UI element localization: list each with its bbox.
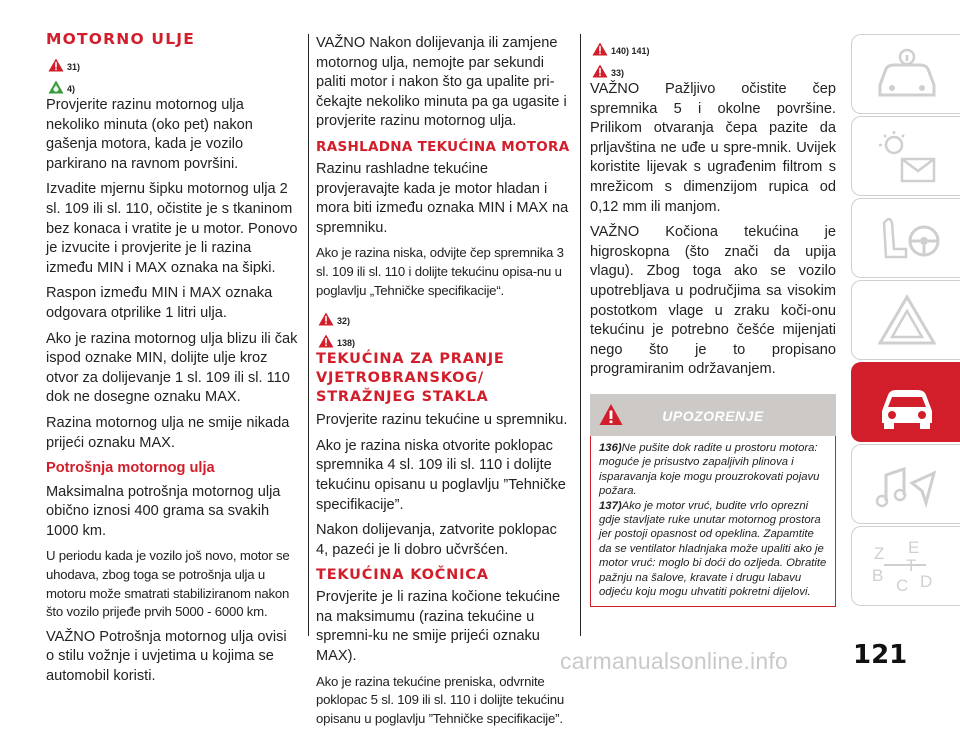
index-letter: Z [874, 544, 884, 563]
paragraph: Maksimalna potrošnja motornog ulja običn… [46, 483, 281, 539]
paragraph: VAŽNO Potrošnja motornog ulja ovisi o st… [46, 628, 287, 685]
lights-warning-icon [879, 131, 936, 183]
column-right: 140) 141) 33) VAŽNO Pažljivo očistite če… [590, 36, 836, 608]
section-title-coolant: RASHLADNA TEKUĆINA MOTORA [316, 138, 570, 155]
warning-text: Ne pušite dok radite u prostoru motora: … [599, 441, 820, 498]
music-navigation-icon [875, 466, 937, 509]
warning-box-header: UPOZORENJE [590, 393, 836, 436]
tab-lights-warnings[interactable] [851, 116, 960, 196]
watermark: carmanualsonline.info [560, 648, 788, 674]
reference-number: 32) [337, 316, 351, 327]
reference-number: 4) [67, 84, 76, 94]
paragraph: Provjerite razinu tekućine u spremniku. [316, 412, 568, 429]
reference-number: 31) [67, 62, 81, 72]
warning-reference: 138) [318, 328, 570, 348]
column-left: MOTORNO ULJE 31) 4) Provjerite razinu mo… [46, 30, 298, 693]
paragraph-note: U periodu kada je vozilo još novo, motor… [46, 548, 290, 620]
tab-maintenance[interactable] [851, 362, 960, 442]
environment-reference: 33) [592, 58, 836, 78]
warning-triangle-icon [48, 58, 64, 72]
paragraph: Razina motornog ulja ne smije nikada pri… [46, 414, 290, 451]
warning-item: 137)Ako je motor vruć, budite vrlo oprez… [599, 499, 827, 600]
paragraph: VAŽNO Kočiona tekućina je higroskopna (š… [590, 224, 836, 378]
tab-seats-steering[interactable] [851, 198, 960, 278]
paragraph: Provjerite razinu motornog ulja nekoliko… [46, 97, 253, 172]
seat-steering-icon [882, 217, 940, 259]
warning-triangle-icon [592, 42, 608, 56]
subsection-title-oil-consumption: Potrošnja motornog ulja [46, 460, 215, 477]
warning-triangle-icon [599, 403, 623, 425]
index-letter: E [908, 538, 919, 557]
warning-triangle-icon [318, 312, 334, 326]
tab-car-info[interactable] [851, 34, 960, 114]
warning-reference: 140) 141) [592, 36, 836, 56]
paragraph-note: Ako je razina niska, odvijte čep spremni… [316, 245, 564, 298]
paragraph: Izvadite mjernu šipku motornog ulja 2 sl… [46, 181, 298, 276]
warning-triangle-icon [592, 64, 608, 78]
reference-number: 33) [611, 68, 625, 78]
paragraph-note: Ako je razina tekućine preniska, odvrnit… [316, 673, 564, 726]
section-title-brake-fluid: TEKUĆINA KOČNICA [316, 567, 489, 584]
warning-reference: 31) [48, 52, 298, 72]
tab-emergency[interactable] [851, 280, 960, 360]
reference-number: 138) [337, 338, 356, 349]
index-letter: D [920, 572, 932, 591]
tab-index[interactable]: Z E B C T D [851, 526, 960, 606]
paragraph: VAŽNO Pažljivo očistite čep spremnika 5 … [590, 81, 836, 215]
car-info-icon [878, 48, 936, 97]
environment-reference: 4) [48, 74, 298, 94]
warning-title: UPOZORENJE [662, 407, 764, 424]
warning-text: Ako je motor vruć, budite vrlo oprezni g… [599, 499, 827, 598]
warning-box: UPOZORENJE 136)Ne pušite dok radite u pr… [590, 393, 836, 608]
car-maintenance-icon [882, 390, 932, 429]
column-middle: VAŽNO Nakon dolijevanja ili zamjene moto… [316, 34, 570, 734]
page-number: 121 [853, 640, 908, 670]
warning-box-body: 136)Ne pušite dok radite u prostoru moto… [590, 435, 836, 608]
column-divider [308, 34, 309, 636]
paragraph: Nakon dolijevanja, zatvorite poklopac 4,… [316, 522, 557, 558]
warning-number: 136) [599, 441, 622, 454]
paragraph: Ako je razina niska otvorite poklopac sp… [316, 437, 566, 513]
warning-item: 136)Ne pušite dok radite u prostoru moto… [599, 441, 827, 499]
index-letters-icon: Z E B C T D [872, 538, 932, 595]
paragraph: Provjerite je li razina kočione tekućine… [316, 589, 561, 665]
section-title-engine-oil: MOTORNO ULJE [46, 30, 196, 48]
index-letter: B [872, 566, 883, 585]
paragraph: VAŽNO Nakon dolijevanja ili zamjene moto… [316, 35, 567, 130]
paragraph: Ako je razina motornog ulja blizu ili ča… [46, 330, 298, 406]
environment-triangle-icon [48, 80, 64, 94]
reference-number: 140) 141) [611, 46, 650, 56]
warning-number: 137) [599, 499, 622, 512]
column-divider [580, 34, 581, 636]
paragraph: Razinu rashladne tekućine provjeravajte … [316, 160, 569, 236]
paragraph: Raspon između MIN i MAX oznaka odgovara … [46, 285, 273, 321]
section-title-washer-fluid: TEKUĆINA ZA PRANJE VJETROBRANSKOG/ STRAŽ… [316, 351, 505, 406]
index-letter: C [896, 576, 908, 595]
tab-multimedia[interactable] [851, 444, 960, 524]
warning-reference: 32) [318, 306, 570, 326]
hazard-warning-icon [877, 294, 937, 345]
warning-triangle-icon [318, 334, 334, 348]
